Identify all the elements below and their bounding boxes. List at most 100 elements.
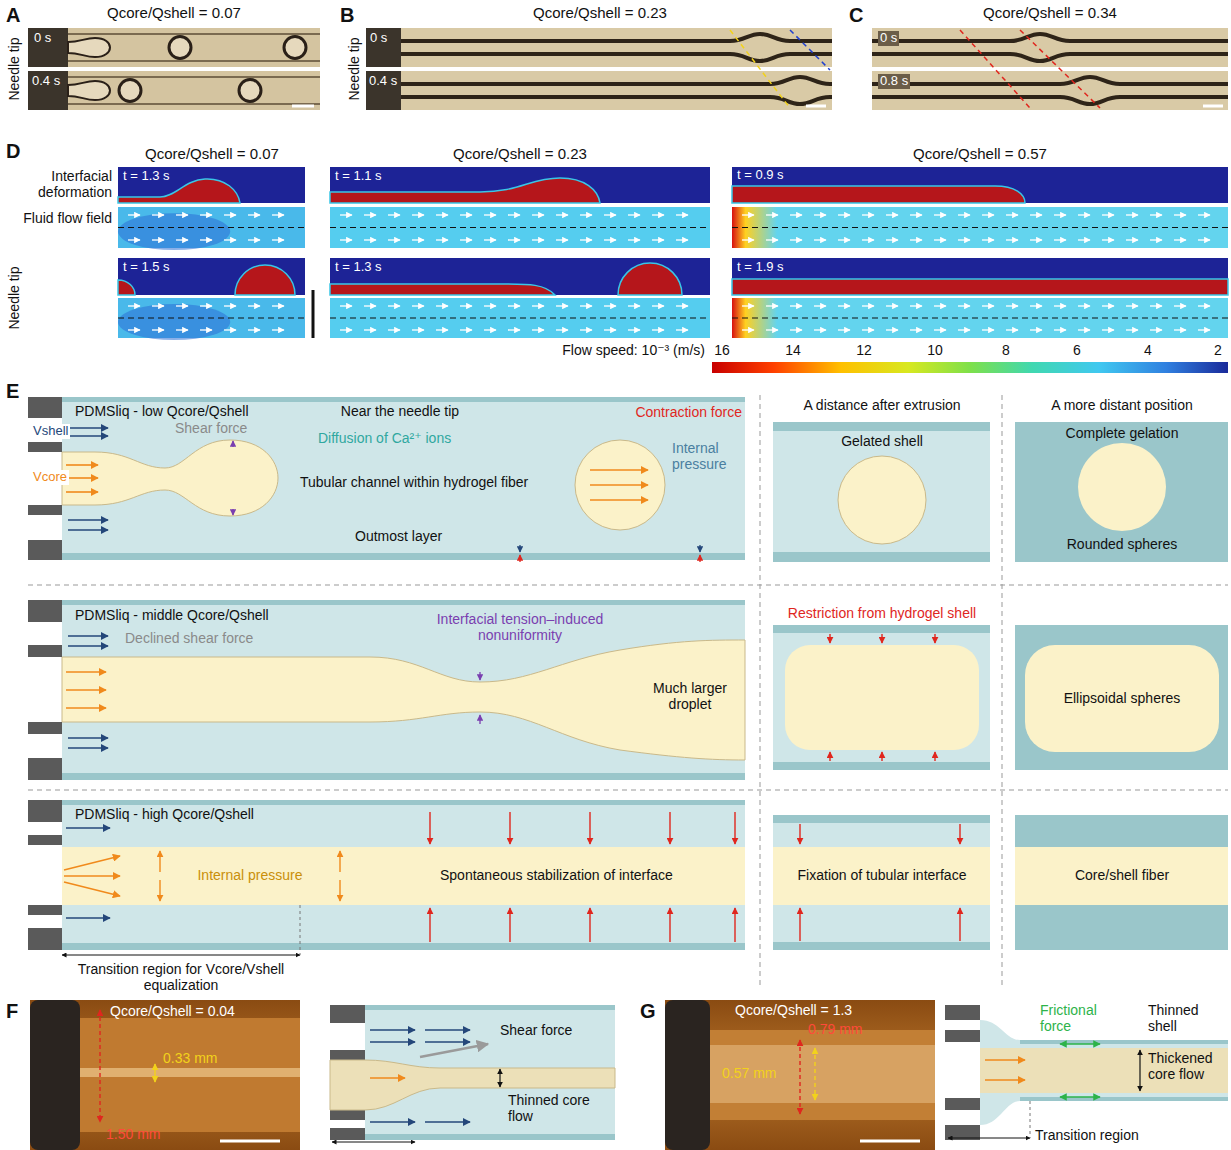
flow-vector [910,214,922,215]
photo-strip [28,28,320,67]
needle [945,1030,980,1042]
gelated-layer [773,942,990,950]
force-arrow [959,908,960,941]
flow-vector [580,214,592,215]
needle [28,928,62,950]
flow-vector [1030,214,1042,215]
node-text: Contraction force [635,404,742,420]
axis-line [732,227,1228,228]
photo-strip [28,71,320,110]
divider [28,790,1228,791]
flow-vector [742,329,754,330]
schematic-panel: Ellipsoidal spheres [1015,625,1228,770]
flow-vector [604,239,616,240]
force-arrow [68,747,108,749]
flow-vector [460,305,472,306]
flow-vector [1198,329,1210,330]
force-arrow [934,634,935,643]
flow-vector [224,329,236,330]
flow-vector [766,239,778,240]
flow-vector [152,329,164,330]
outer-layer [62,397,745,402]
flow-vector [910,305,922,306]
force-arrow [66,827,110,829]
force-arrow [429,908,430,942]
core-flow [62,640,745,760]
gelated-fiber [1015,625,1228,770]
needle [28,71,68,110]
force-arrow [881,752,882,761]
hydrogel-shell [62,397,745,560]
flow-vector [580,305,592,306]
force-arrow [68,737,108,739]
channel-wall [401,54,832,61]
flow-vector [814,329,826,330]
flow-vector [862,305,874,306]
outer-layer [1020,1040,1228,1044]
flow-vector [1150,305,1162,306]
phase-interface [330,284,555,295]
flow-vector [958,214,970,215]
channel-wall [68,103,320,105]
schematic-panel: PDMSliq - middle Qcore/QshellDeclined sh… [28,600,745,780]
force-arrow [154,1064,155,1082]
flow-vector [152,305,164,306]
needle [330,1050,365,1060]
flow-vector [556,305,568,306]
fiber [710,1030,935,1120]
scale-bar [312,290,315,338]
flow-vector [224,305,236,306]
flow-vector [838,305,850,306]
outer-layer [1020,1097,1228,1101]
flow-vector [1102,305,1114,306]
needle [665,1000,710,1150]
force-arrow [370,1029,415,1031]
gelated-layer [773,762,990,770]
force-arrow [66,671,106,673]
flow-vector [790,329,802,330]
photo-panel: 0 s0.4 s [366,28,832,110]
guide-line [730,30,790,108]
flow-vector [934,239,946,240]
needle [28,540,62,560]
flow-vector [224,239,236,240]
node-text: Shear force [500,1022,572,1038]
label-text: Qcore/Qshell = 0.57 [913,145,1047,162]
flow-vector [340,305,352,306]
flow-vector [652,329,664,330]
channel-wall [68,33,320,35]
node-text: PDMSliq - low Qcore/Qshell [75,403,249,419]
divider [28,585,1228,586]
phase-interface [618,263,682,295]
node-text: t = 1.5 s [123,260,170,275]
node-text: PDMSliq - middle Qcore/Qshell [75,607,269,623]
label-text: Qcore/Qshell = 0.23 [453,145,587,162]
tick-label: 6 [1073,342,1081,358]
node-text: Thinned shell [1148,1002,1226,1034]
node-text: Complete gelation [1066,425,1179,441]
flow-vector [676,239,688,240]
flow-vector [1150,329,1162,330]
flow-vector [742,305,754,306]
simulation-frame [732,167,1228,203]
flow-vector [1102,329,1114,330]
flow-vector [364,329,376,330]
force-arrow [370,1077,405,1079]
force-arrow [339,851,340,872]
needle [30,1000,80,1150]
photo-strip [366,71,832,110]
droplet [119,80,141,102]
node-text: PDMSliq - high Qcore/Qshell [75,806,254,822]
flow-vector [982,239,994,240]
needle [28,758,62,780]
hydrogel-shell [773,815,990,950]
channel-wall [872,77,1228,84]
needle [28,645,62,657]
photo-panel: 0 s0.4 s [28,28,320,110]
needle [330,1110,365,1120]
node-text: t = 1.3 s [123,169,170,184]
panel-letter: C [849,4,863,27]
flow-vector [460,239,472,240]
simulation-frame: t = 0.9 s [732,167,1228,203]
flow-vector [1198,305,1210,306]
